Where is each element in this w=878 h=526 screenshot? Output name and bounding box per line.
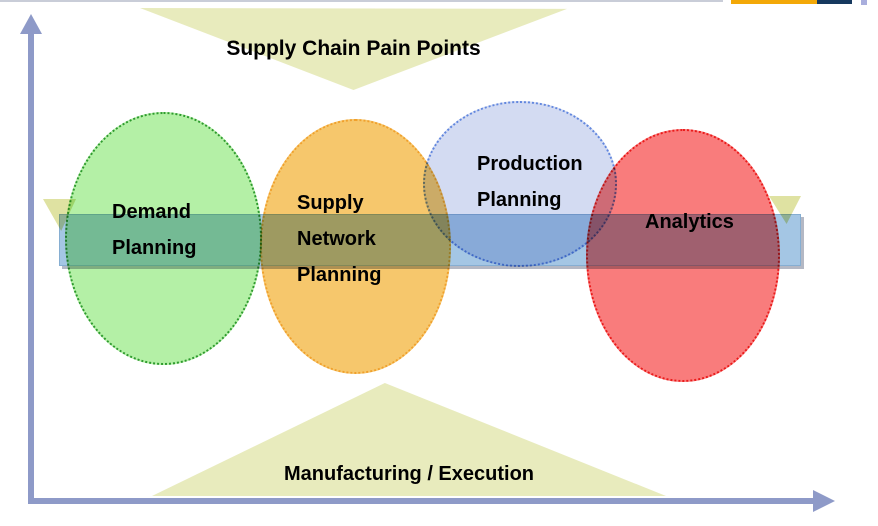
analytics-label-line1: Analytics — [645, 211, 734, 233]
top-edge-navy-segment — [817, 0, 852, 4]
manufacturing-title: Manufacturing / Execution — [283, 463, 535, 485]
supply-network-planning-label-line1: Supply — [297, 192, 364, 214]
analytics-label: Analytics — [645, 204, 734, 240]
production-planning-label-line2: Planning — [477, 189, 562, 211]
pain-points-title: Supply Chain Pain Points — [226, 37, 481, 60]
ellipse-analytics — [586, 129, 780, 382]
ellipse-production-planning — [423, 101, 617, 267]
production-planning-label: Production Planning — [477, 146, 583, 218]
demand-planning-label-line1: Demand — [112, 201, 191, 223]
ellipse-demand-planning — [65, 112, 262, 365]
demand-planning-label-line2: Planning — [112, 237, 197, 259]
top-edge-gray-line — [0, 0, 723, 2]
top-edge-lavender-dot — [861, 0, 867, 5]
supply-network-planning-label: Supply Network Planning — [297, 185, 381, 293]
demand-planning-label: Demand Planning — [112, 194, 196, 266]
top-edge-orange-segment — [731, 0, 817, 4]
horizontal-axis-arrowhead-icon — [813, 490, 835, 512]
vertical-axis-arrowhead-icon — [20, 14, 42, 34]
horizontal-axis-line — [28, 498, 813, 504]
vertical-axis-line — [28, 32, 34, 503]
production-planning-label-line1: Production — [477, 153, 583, 175]
supply-network-planning-label-line3: Planning — [297, 264, 382, 286]
ellipse-supply-network-planning — [260, 119, 451, 374]
supply-network-planning-label-line2: Network — [297, 228, 376, 250]
